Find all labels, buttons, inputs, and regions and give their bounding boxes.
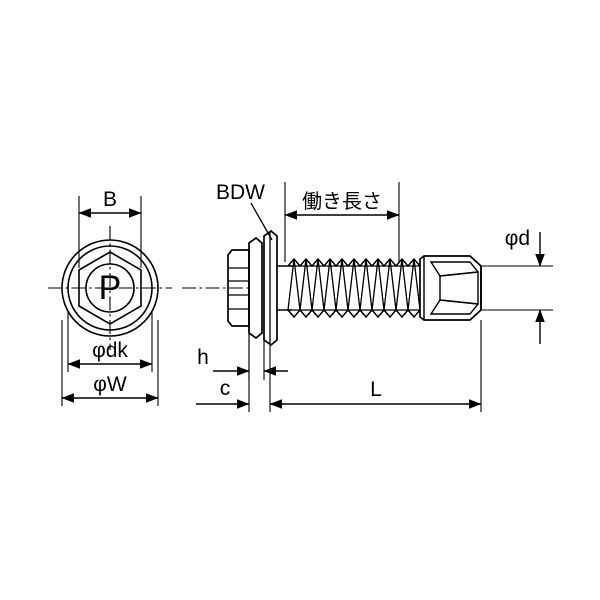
dim-label-L: L (370, 378, 382, 401)
dim-working-length: 働き長さ (284, 182, 400, 262)
flange-outline (248, 236, 263, 340)
end-view-group: P B φdk φW (48, 188, 172, 406)
dim-label-h: h (197, 346, 209, 369)
thread-crest-bottom (287, 308, 421, 319)
dim-label-working-length: 働き長さ (302, 190, 382, 213)
dim-label-c: c (220, 377, 231, 400)
head-circle (67, 245, 153, 331)
bdw-leader: BDW (216, 181, 273, 241)
side-view-group: BDW 働き長さ φd h (182, 181, 553, 412)
dim-label-phi-w: φW (93, 373, 127, 396)
marking-circle (85, 263, 135, 313)
bonded-washer (263, 229, 278, 347)
dim-label-phi-d: φd (505, 227, 530, 250)
head-marking-p: P (99, 269, 122, 307)
drill-point-body (419, 255, 482, 321)
dim-phi-d: φd (481, 227, 553, 344)
thread-flanks (287, 258, 421, 311)
dim-label-phi-dk: φdk (92, 339, 128, 362)
dim-L: L (269, 320, 482, 412)
drill-point (419, 255, 482, 321)
head-flange (248, 236, 263, 340)
bdw-leader-line (250, 202, 273, 241)
drill-web-line (439, 271, 479, 305)
hexagon-outline (78, 251, 142, 325)
washer-outer-circle (61, 239, 159, 337)
dim-label-B: B (103, 188, 117, 211)
leader-label-bdw: BDW (216, 181, 265, 204)
thread-profile (287, 257, 421, 319)
dim-c: c (196, 326, 271, 412)
dim-h: h (197, 326, 288, 380)
